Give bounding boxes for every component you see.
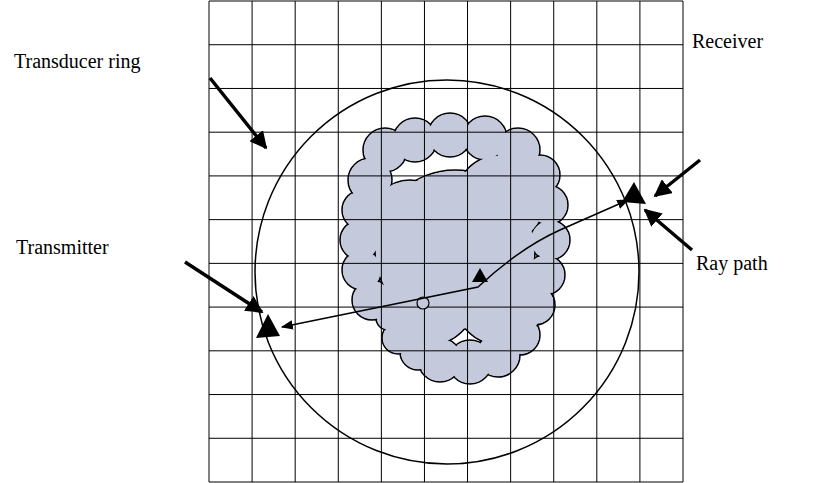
ray-path [282,200,628,327]
grid-line [295,1,296,482]
grid-line [467,1,468,482]
callout-label: Receiver [690,30,765,52]
ray-midpoint-head [472,268,488,282]
callout-label: Transducer ring [12,50,142,72]
transducer-ring [255,80,639,464]
tissue-lobe-fill [456,156,544,244]
tissue-region [340,113,570,384]
grid-line [639,1,640,482]
grid-line [209,219,683,220]
grid-line [209,438,683,439]
receiver-symbol [622,182,646,204]
grid-line [209,88,683,89]
grid-line [209,44,683,45]
grid-line [209,350,683,351]
leader-spacer [648,40,685,180]
grid-line [381,1,382,482]
leader-line [185,262,262,312]
grid-line [209,307,683,308]
leader-line [655,160,700,196]
grid-line [209,482,683,483]
grid-line [596,1,597,482]
grid-line [553,1,554,482]
tissue-lobe-fill [456,256,544,344]
tissue-fill [341,114,569,383]
grid-line [209,132,683,133]
grid-line [209,394,683,395]
grid-line [424,1,425,482]
grid-line [252,1,253,482]
leader-line [645,210,692,250]
pixel-grid [209,1,683,482]
tissue-lobe-fill [531,221,569,259]
leader-line [210,78,266,148]
transmitter-symbol [256,314,280,338]
grid-line [209,263,683,264]
grid-line [338,1,339,482]
grid-line [209,1,683,2]
grid-line [510,1,511,482]
grid-line [209,1,210,482]
callout-label: Transmitter [14,236,111,258]
callout-label: Ray path [694,252,770,274]
